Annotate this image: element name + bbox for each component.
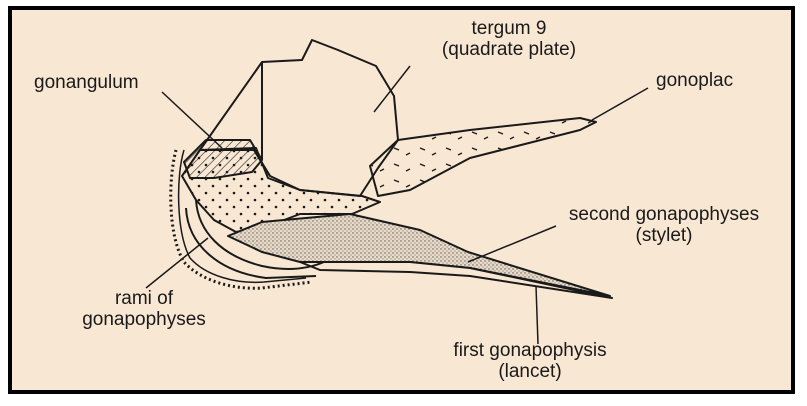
lancet-shape	[300, 262, 612, 298]
label-gonangulum: gonangulum	[34, 72, 139, 93]
label-gonoplac: gonoplac	[656, 70, 733, 91]
label-tergum-9: tergum 9 (quadrate plate)	[404, 18, 614, 60]
gonoplac-shape	[370, 118, 596, 196]
leader-lancet	[536, 286, 538, 344]
label-first-gonapophysis: first gonapophysis (lancet)	[410, 340, 650, 382]
leader-gonangulum	[162, 92, 222, 148]
label-rami: rami of gonapophyses	[64, 288, 224, 330]
leader-gonoplac	[592, 88, 648, 120]
label-second-gonapophyses: second gonapophyses (stylet)	[536, 204, 792, 246]
gonangulum-shape	[184, 140, 262, 178]
